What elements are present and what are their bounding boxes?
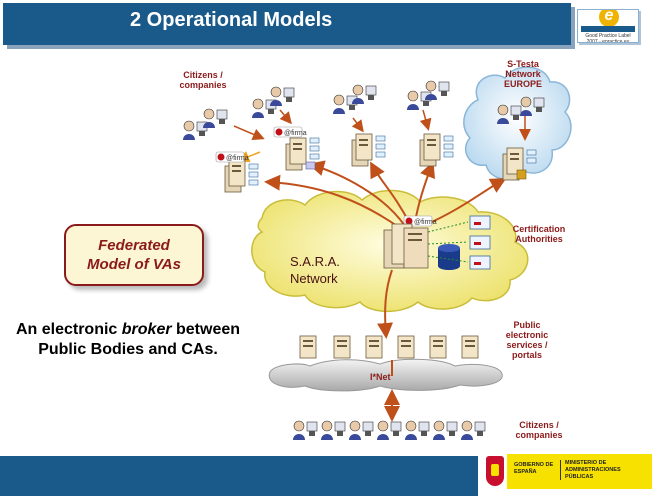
coat-of-arms-icon [486,456,504,486]
server-icon [397,335,415,359]
server-icon [299,335,317,359]
federated-box [64,224,204,286]
sara-line1: S.A.R.A. [290,254,340,269]
user-icon [293,420,318,440]
server-icons [224,133,537,193]
connection-arrows [264,160,507,422]
federated-title: Federated Model of VAs [64,236,204,274]
gobierno-logo: GOBIERNO DE ESPAÑA MINISTERIO DE ADMINIS… [482,451,654,494]
server-icon [285,137,320,171]
firma-label: @firma [414,219,437,226]
server-icon [461,335,479,359]
broker-description: An electronic broker between Public Bodi… [8,320,248,360]
citizens-top-label: Citizens / companies [179,70,227,90]
user-icon [349,420,374,440]
public-server-row [299,335,479,359]
header: 2 Operational Models e Good Practice Lab… [0,0,655,52]
server-icon [429,335,447,359]
user-icon [203,108,228,128]
gov-separator [560,460,561,480]
federated-line1: Federated [98,237,170,254]
epractice-badge: e Good Practice Label 2007 · epractice.e… [577,9,639,43]
sara-hub [383,215,491,270]
stesta-label: S-Testa Network EUROPE [503,59,542,89]
user-icon [520,96,545,116]
firma-tags: @firma @firma @firma [215,126,437,227]
arrow-to-right-server [414,161,435,223]
server-icon [502,147,537,181]
arrow-to-left-server [264,174,401,229]
user-icon [377,420,402,440]
sara-line2: Network [290,271,338,286]
user-icon [405,420,430,440]
arrow-to-stesta [424,178,507,226]
client-arrows [233,109,531,141]
gov-right-text: MINISTERIO DE ADMINISTRACIONES PÚBLICAS [565,460,621,480]
federated-line2: Model of VAs [87,256,181,273]
ca-window-icons [469,215,491,270]
inet-cloud [268,358,503,392]
citizens-bottom-label: Citizens / companies [515,420,563,440]
broker-pre: An electronic [15,321,122,338]
user-icon [321,420,346,440]
user-icon [270,86,295,106]
epractice-logo-icon: e [599,10,619,27]
user-icon [425,80,450,100]
public-services-label: Public electronic services / portals [505,320,549,360]
page-title: 2 Operational Models [130,9,333,31]
server-icon [365,335,383,359]
badge-text: Good Practice Label 2007 · epractice.eu [585,33,631,43]
user-icon [461,420,486,440]
footer-bar [0,456,478,496]
broker-post: between Public Bodies and CAs. [38,321,241,358]
user-icon [352,84,377,104]
sara-network-label: S.A.R.A. Network [290,253,340,287]
gov-yellow-band [507,454,652,489]
user-icon [333,94,358,114]
user-icon [183,120,208,140]
database-icon [438,244,460,270]
server-icon [419,133,454,167]
certification-label: Certification Authorities [512,224,566,244]
firma-label: @firma [226,155,249,162]
user-icon [407,90,432,110]
user-icon [497,104,522,124]
arrow-to-firma-server [308,160,406,227]
stesta-cloud [463,66,572,180]
gov-left-text: GOBIERNO DE ESPAÑA [514,462,554,475]
badge-strip [581,26,635,32]
server-icon [224,159,259,193]
broker-em: broker [121,321,172,338]
firma-label: @firma [284,130,307,137]
user-icon [433,420,458,440]
inet-label: I*Net [370,372,391,382]
arrow-to-public-services [377,269,394,339]
title-bar [3,3,571,45]
user-group-icons [183,80,545,440]
server-icon [351,133,386,167]
server-icon [333,335,351,359]
